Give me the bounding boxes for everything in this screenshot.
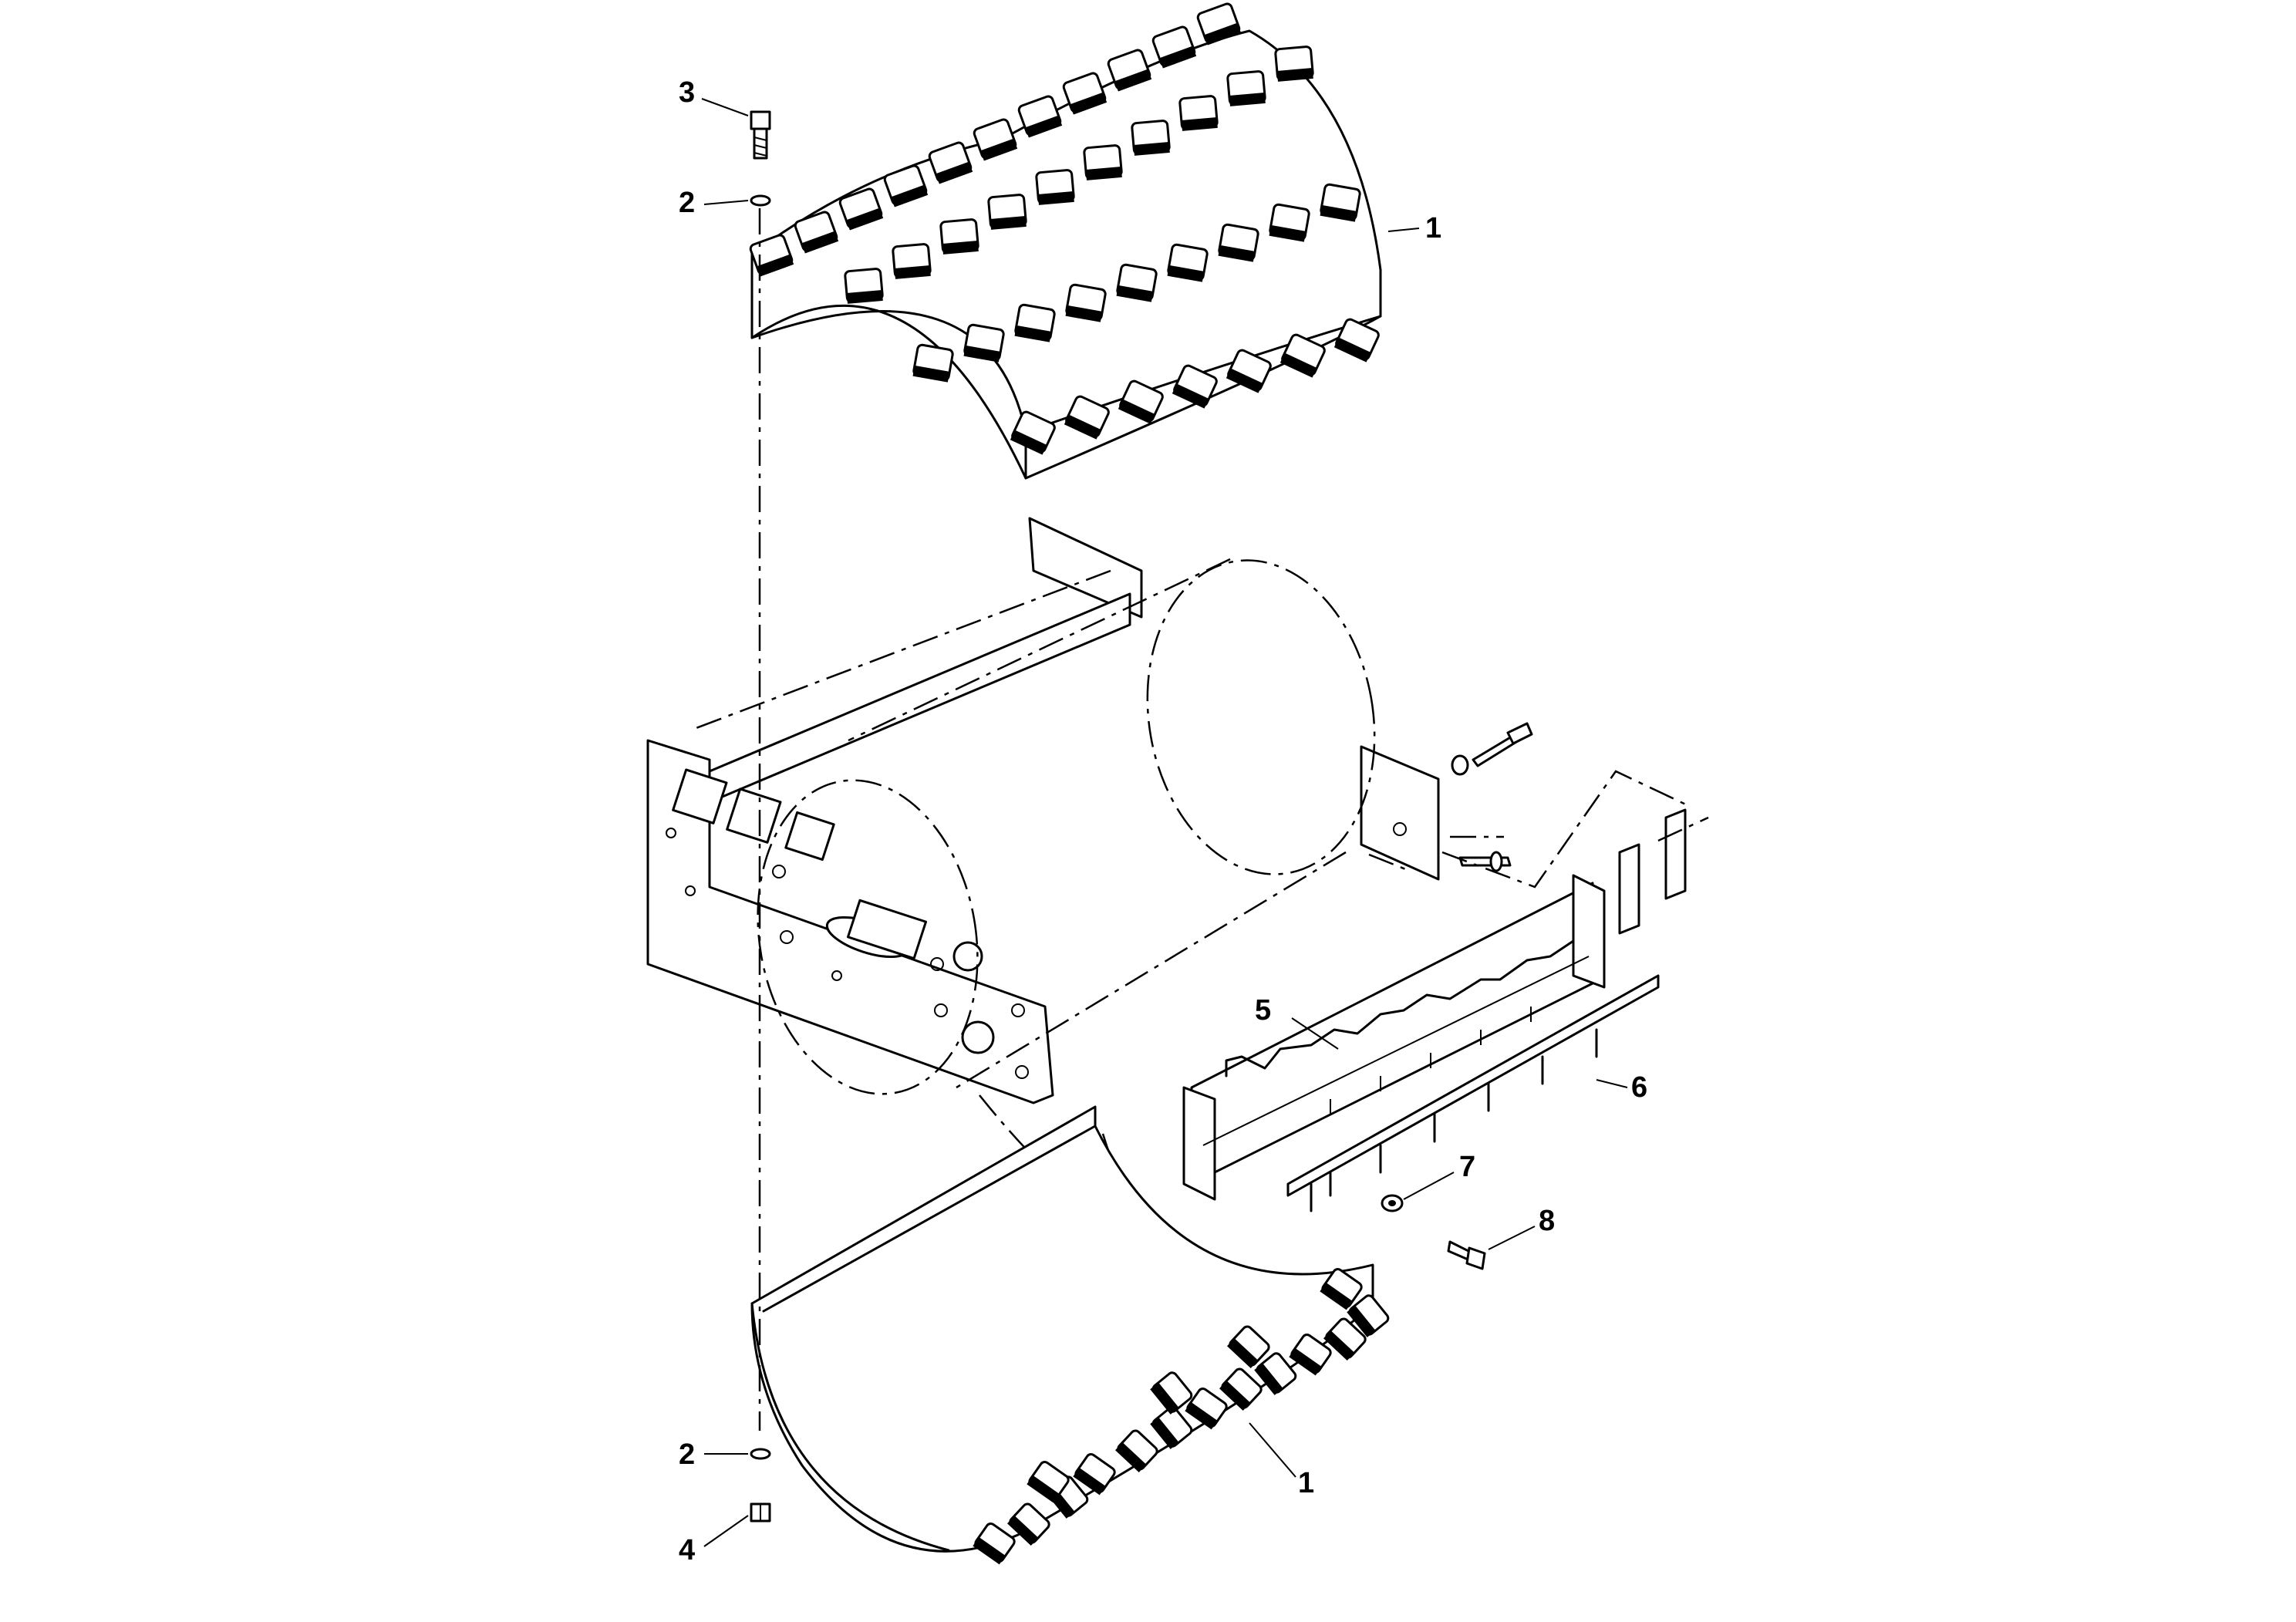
- padfoot-lug: [939, 218, 979, 255]
- padfoot-lug: [1073, 1453, 1116, 1496]
- padfoot-lug: [1218, 223, 1259, 262]
- padfoot-lug: [749, 234, 794, 277]
- padfoot-lug: [1172, 364, 1218, 409]
- padfoot-lug: [1065, 283, 1107, 322]
- padfoot-lug: [1083, 144, 1123, 180]
- washer-lower: [750, 1448, 771, 1460]
- padfoot-lug: [912, 343, 954, 383]
- padfoot-lug: [1107, 49, 1152, 92]
- padfoot-lug: [1274, 46, 1314, 82]
- padfoot-lug: [1014, 303, 1056, 342]
- callout-8: 8: [1539, 1205, 1555, 1237]
- padfoot-lug: [1064, 395, 1110, 440]
- bolt: [750, 110, 771, 160]
- padfoot-lug: [973, 1523, 1016, 1565]
- padfoot-lug: [1007, 1502, 1050, 1546]
- callout-2-lower: 2: [679, 1438, 695, 1471]
- frame-bolts: [1441, 722, 1690, 889]
- callout-4: 4: [679, 1534, 695, 1566]
- padfoot-lug: [1219, 1367, 1263, 1411]
- scraper-washer: [1381, 1194, 1404, 1212]
- padfoot-lug: [973, 118, 1018, 161]
- callout-7: 7: [1459, 1151, 1475, 1183]
- padfoot-lug: [892, 243, 932, 279]
- padfoot-lug: [1269, 203, 1310, 242]
- scraper-blade: [1286, 974, 1660, 1212]
- padfoot-lug: [928, 141, 973, 184]
- padfoot-lug: [1226, 349, 1272, 393]
- leader-lines: [701, 98, 1628, 1547]
- callout-5: 5: [1255, 994, 1271, 1027]
- padfoot-lug: [963, 323, 1005, 363]
- padfoot-lug: [1017, 95, 1063, 138]
- upper-padfoot-lugs: [749, 2, 1380, 455]
- padfoot-lug: [1320, 183, 1361, 222]
- padfoot-lug: [1320, 1268, 1363, 1310]
- drum-frame: [646, 517, 1440, 1104]
- padfoot-lug: [1226, 70, 1266, 106]
- padfoot-lug: [883, 164, 929, 207]
- callout-2-upper: 2: [679, 187, 695, 219]
- padfoot-lug: [1116, 263, 1158, 302]
- callout-1-lower: 1: [1298, 1467, 1314, 1499]
- padfoot-lug: [1167, 243, 1209, 282]
- padfoot-lug: [1227, 1325, 1270, 1368]
- padfoot-lug: [844, 268, 884, 304]
- lower-padfoot-lugs: [973, 1268, 1390, 1565]
- callout-6: 6: [1631, 1071, 1647, 1104]
- upper-padfoot-shell: [749, 2, 1382, 480]
- nut: [750, 1502, 771, 1523]
- padfoot-lug: [794, 211, 839, 254]
- scraper-bracket: [1182, 808, 1709, 1201]
- padfoot-lug: [1150, 1371, 1193, 1415]
- scraper-bolt: [1447, 1240, 1486, 1270]
- padfoot-lug: [1131, 120, 1171, 156]
- padfoot-lug: [1289, 1334, 1332, 1376]
- padfoot-lug: [1027, 1461, 1070, 1503]
- callout-1-upper: 1: [1425, 212, 1441, 244]
- lower-padfoot-shell: [750, 1105, 1390, 1565]
- padfoot-lug: [1115, 1429, 1158, 1472]
- padfoot-lug: [1150, 1406, 1193, 1449]
- padfoot-lug: [1196, 2, 1242, 46]
- washer-upper: [750, 194, 771, 207]
- padfoot-lug: [1035, 169, 1075, 205]
- padfoot-lug: [1279, 333, 1326, 378]
- padfoot-lug: [1185, 1388, 1228, 1430]
- padfoot-lug: [1254, 1352, 1297, 1395]
- padfoot-lug: [1010, 410, 1056, 455]
- padfoot-lug: [1323, 1317, 1367, 1361]
- padfoot-lug: [1118, 379, 1164, 424]
- padfoot-lug: [838, 187, 884, 231]
- callout-3: 3: [679, 76, 695, 109]
- padfoot-lug: [1333, 318, 1380, 363]
- padfoot-lug: [1347, 1294, 1390, 1337]
- padfoot-lug: [1062, 72, 1108, 115]
- padfoot-lug: [1178, 95, 1219, 131]
- padfoot-lug: [1151, 25, 1197, 69]
- padfoot-lug: [987, 194, 1027, 230]
